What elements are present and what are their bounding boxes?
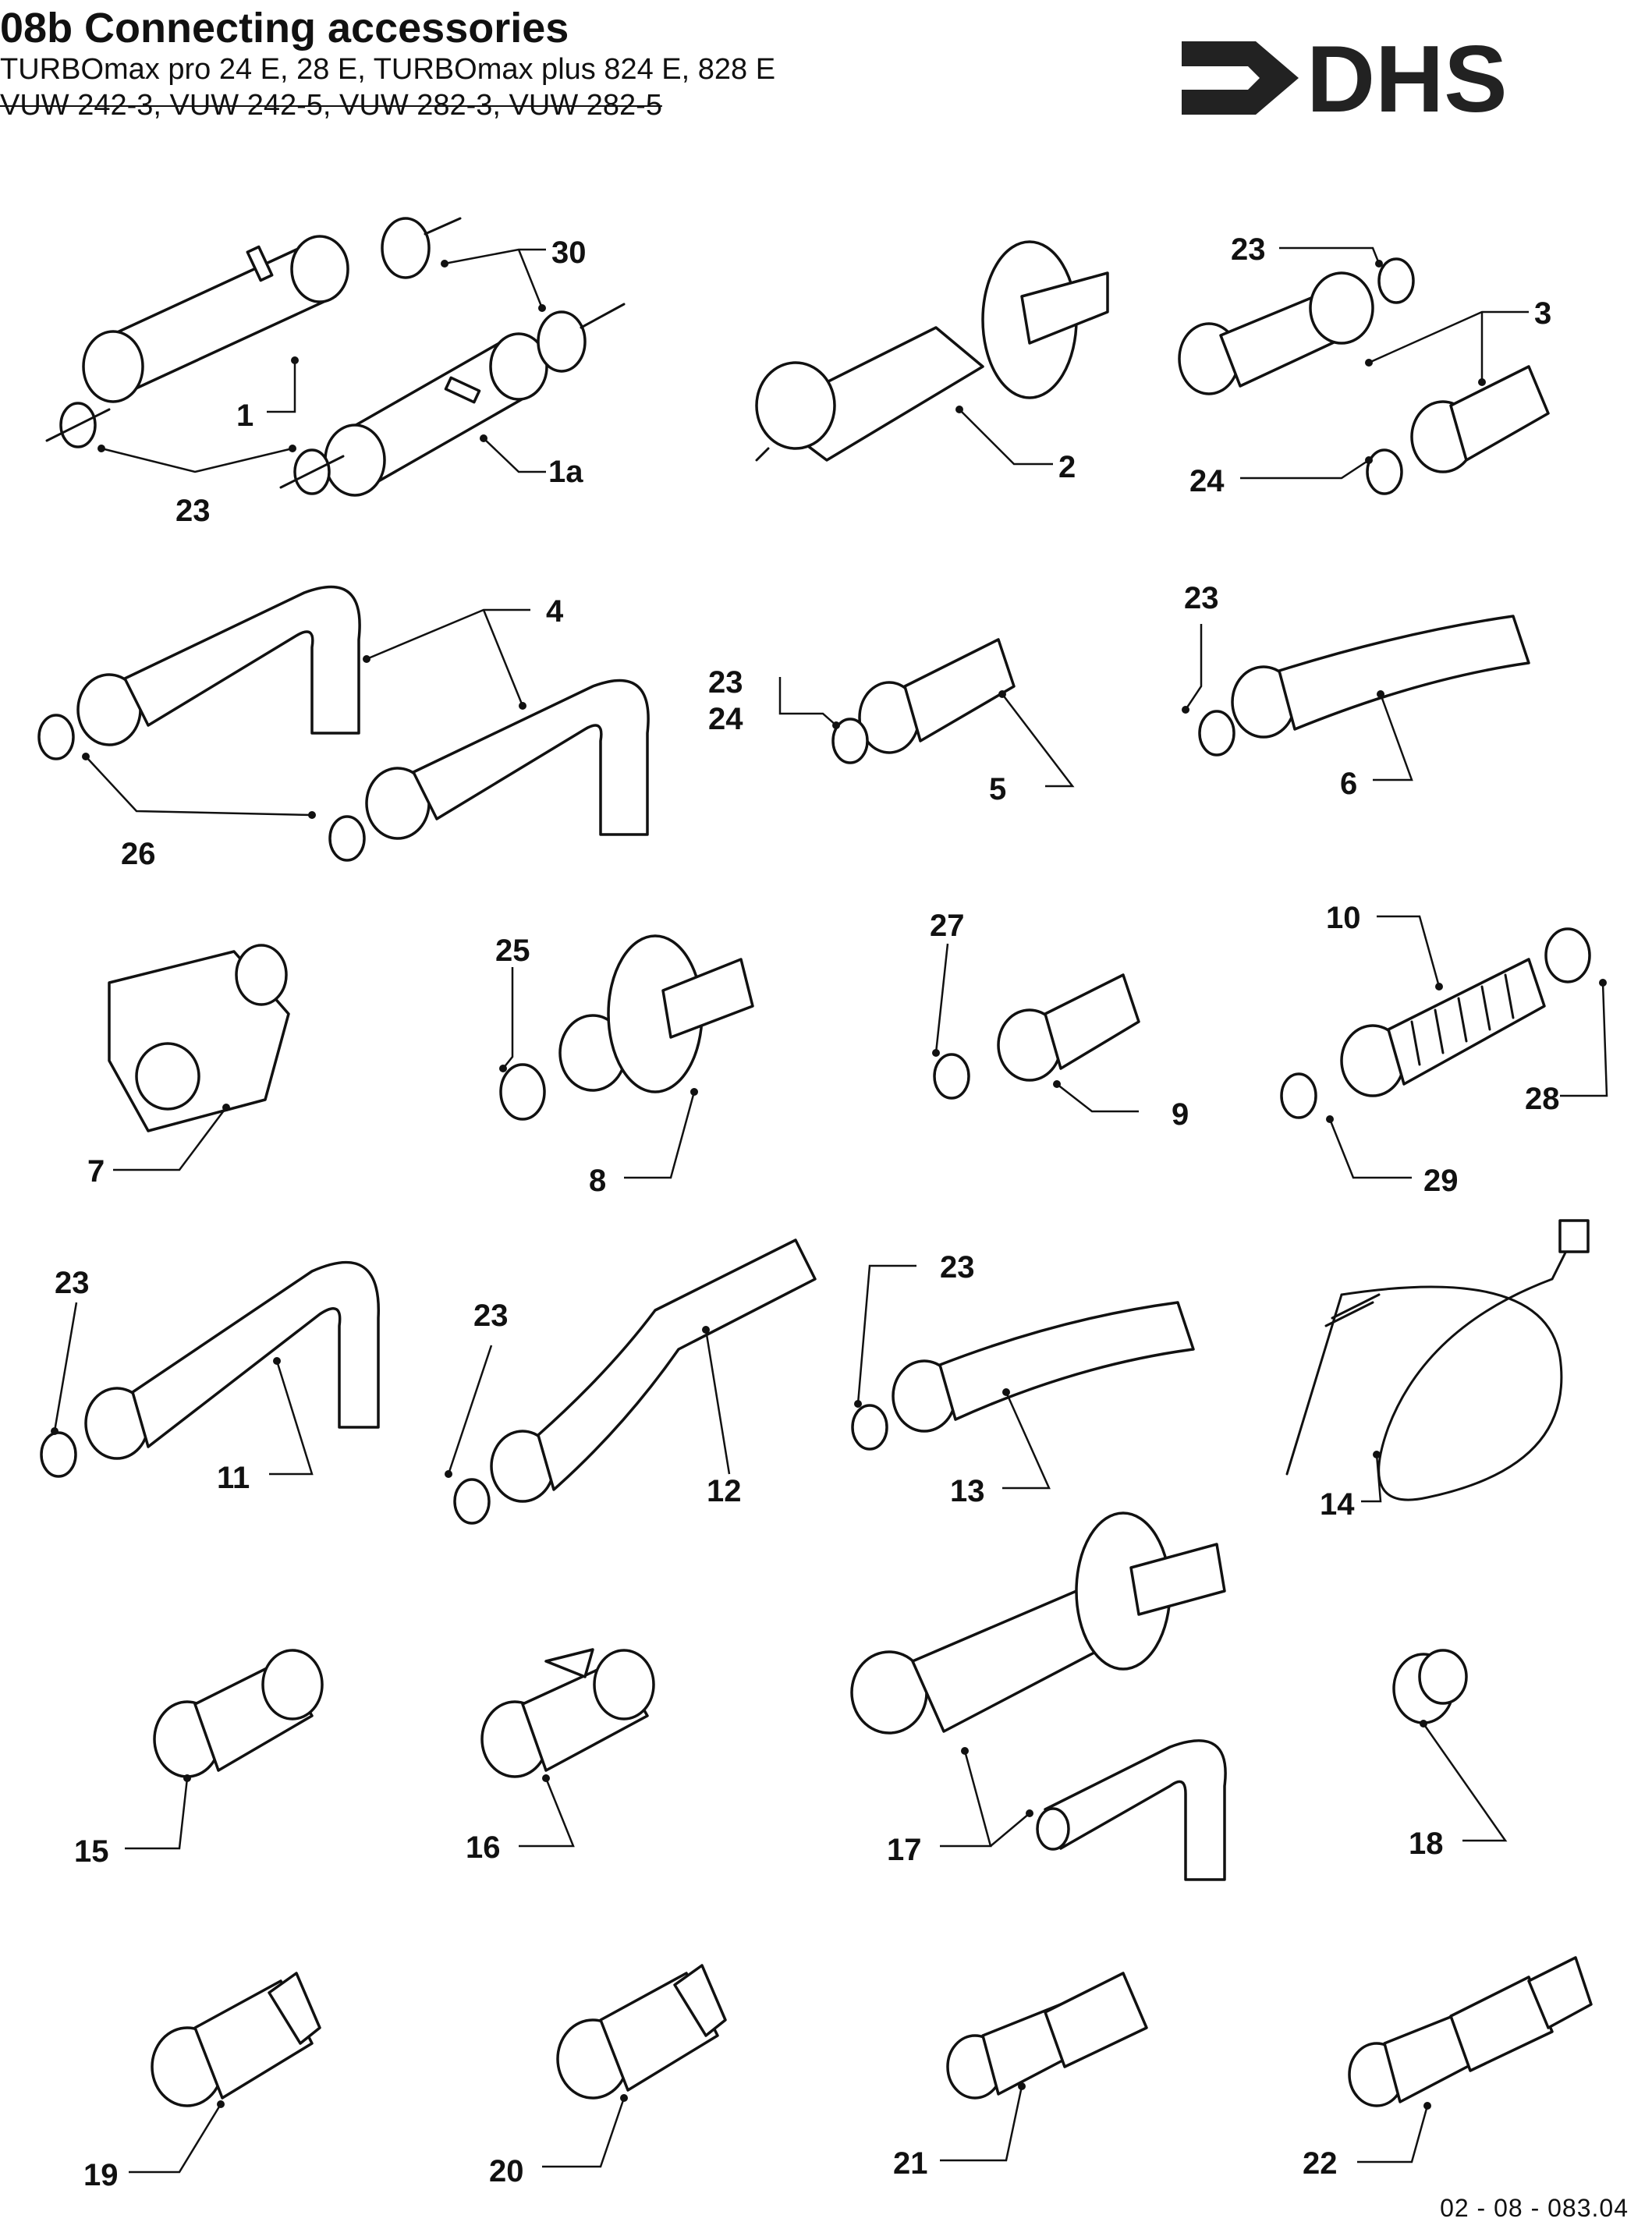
part-14-sensor-cable (1285, 1219, 1590, 1501)
label-4: 4 (546, 594, 564, 629)
label-15: 15 (74, 1834, 109, 1869)
label-25: 25 (495, 934, 530, 968)
dhs-logo: DHS (1182, 27, 1508, 129)
label-27: 27 (930, 909, 965, 943)
label-14: 14 (1320, 1487, 1355, 1522)
label-2: 2 (1058, 450, 1076, 484)
label-7: 7 (87, 1154, 105, 1189)
label-8: 8 (589, 1164, 606, 1198)
page-title: 08b Connecting accessories (0, 5, 569, 51)
label-24: 24 (708, 702, 743, 736)
part-labels: 30 1 1a 23 2 23 3 24 4 26 23 24 5 23 6 7… (55, 232, 1560, 2192)
label-20: 20 (489, 2154, 524, 2188)
part-7-tee (108, 944, 290, 1132)
label-12: 12 (707, 1474, 742, 1508)
part-8-wall-plate-fitting (499, 934, 754, 1121)
label-28: 28 (1525, 1082, 1560, 1116)
part-22-adaptor (1348, 1956, 1593, 2107)
page-header: 08b Connecting accessories TURBOmax pro … (0, 5, 775, 123)
label-23: 23 (1184, 581, 1219, 615)
part-4-bent-pipes (37, 585, 650, 862)
part-10-corrugated-hose (1280, 927, 1591, 1119)
document-number: 02 - 08 - 083.04 (1440, 2194, 1629, 2222)
label-30: 30 (551, 236, 587, 270)
label-23: 23 (55, 1266, 90, 1300)
label-19: 19 (83, 2158, 119, 2192)
label-5: 5 (989, 772, 1006, 806)
part-19-compression-fitting (151, 1972, 321, 2107)
part-9-nipple (933, 973, 1140, 1100)
part-11-bent-pipe (40, 1260, 380, 1478)
label-23: 23 (175, 494, 211, 528)
label-21: 21 (893, 2146, 928, 2181)
part-1-valve (82, 235, 349, 403)
part-6-offset-pipe (1198, 615, 1530, 757)
logo-text: DHS (1306, 27, 1508, 129)
model-list-line1: TURBOmax pro 24 E, 28 E, TURBOmax plus 8… (0, 53, 776, 86)
part-2-elbow-valve (755, 240, 1109, 462)
label-29: 29 (1423, 1164, 1459, 1198)
model-list-line2: VUW 242-3, VUW 242-5, VUW 282-3, VUW 282… (0, 89, 662, 122)
part-1a-valve (324, 332, 548, 497)
part-13-offset-pipe (851, 1301, 1195, 1451)
part-3-adaptors (1178, 257, 1550, 495)
label-9: 9 (1172, 1097, 1189, 1132)
label-3: 3 (1534, 296, 1551, 331)
label-23: 23 (940, 1250, 975, 1285)
part-21-adaptor (946, 1972, 1148, 2100)
label-1: 1 (236, 399, 253, 433)
label-23: 23 (708, 665, 743, 700)
part-23-washers-row1 (45, 402, 345, 495)
part-18-plug (1392, 1649, 1468, 1724)
label-11: 11 (217, 1461, 250, 1495)
label-24: 24 (1189, 464, 1225, 498)
label-16: 16 (466, 1830, 501, 1865)
part-20-compression-fitting (556, 1964, 727, 2100)
label-1a: 1a (548, 455, 583, 489)
leader-lines (51, 246, 1608, 2174)
part-16-ball-valve (480, 1648, 655, 1778)
part-5-nipple (831, 638, 1016, 764)
label-22: 22 (1303, 2146, 1338, 2181)
label-23: 23 (473, 1299, 509, 1333)
part-12-offset-pipe (453, 1239, 817, 1525)
part-17-valve-with-pipe (850, 1511, 1227, 1881)
label-17: 17 (887, 1833, 922, 1867)
label-23: 23 (1231, 232, 1266, 267)
label-18: 18 (1409, 1827, 1444, 1861)
part-15-coupling (153, 1649, 324, 1778)
label-13: 13 (950, 1474, 985, 1508)
label-6: 6 (1340, 767, 1357, 801)
label-10: 10 (1326, 901, 1361, 935)
label-26: 26 (121, 837, 156, 871)
part-30-sleeves (381, 217, 626, 373)
